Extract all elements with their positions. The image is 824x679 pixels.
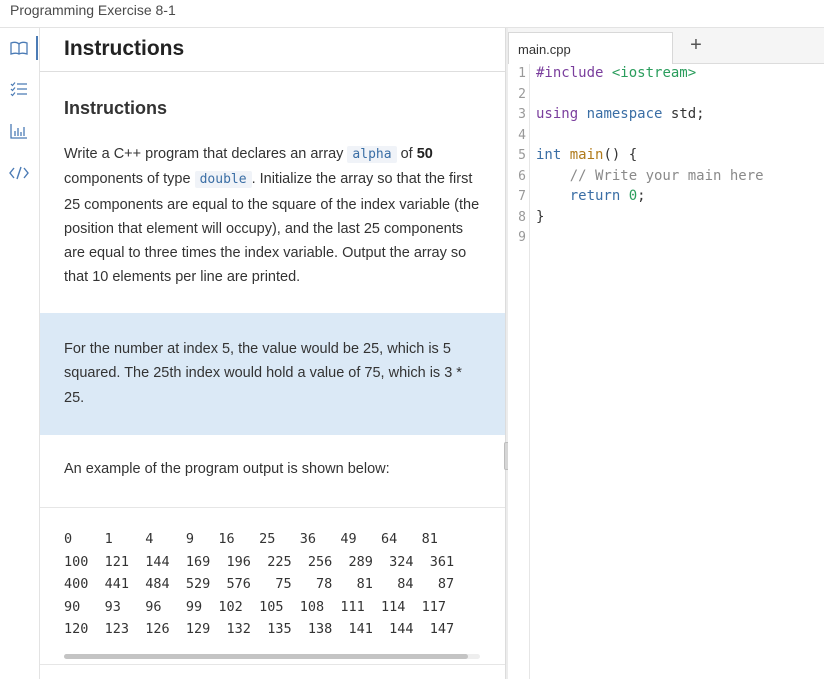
para-text-4: . Initialize the array so that the first… (64, 171, 480, 286)
line-number: 9 (518, 230, 526, 245)
hint-text: For the number at index 5, the value wou… (64, 341, 462, 406)
output-row: 120 123 126 129 132 135 138 141 144 147 (64, 621, 455, 637)
line-number: 7 (518, 189, 526, 204)
code-line[interactable]: using namespace std; (536, 106, 705, 122)
tab-main-cpp[interactable]: main.cpp (508, 32, 673, 64)
code-icon[interactable] (0, 161, 38, 185)
output-example: 0 1 4 9 16 25 36 49 64 81 100 121 144 169… (40, 508, 505, 664)
code-double: double (194, 171, 252, 189)
code-token: main (569, 147, 604, 163)
code-line[interactable]: int main() { (536, 147, 637, 163)
window-title: Programming Exercise 8-1 (10, 2, 176, 18)
line-number-gutter: 1 2 3 4 5 6 7 8 9 (508, 64, 530, 679)
side-rail (0, 28, 40, 679)
line-number: 3 (518, 107, 526, 122)
line-number: 8 (518, 210, 526, 225)
divider (40, 507, 505, 508)
tab-label: main.cpp (518, 42, 571, 57)
code-token: 0 (628, 188, 638, 204)
output-row: 0 1 4 9 16 25 36 49 64 81 (64, 531, 438, 547)
code-token: } (536, 209, 545, 225)
code-token: #include (536, 65, 604, 81)
instructions-title: Instructions (64, 37, 185, 60)
scrollbar-thumb[interactable] (64, 654, 468, 659)
instructions-paragraph: Write a C++ program that declares an arr… (64, 142, 484, 290)
line-number: 4 (518, 128, 526, 143)
line-number: 6 (518, 169, 526, 184)
output-row: 400 441 484 529 576 75 78 81 84 87 (64, 576, 455, 592)
code-token: () { (603, 147, 638, 163)
instructions-header: Instructions (40, 28, 505, 72)
code-token: // Write your main here (569, 168, 764, 184)
code-line[interactable]: return 0; (536, 188, 646, 204)
output-row: 90 93 96 99 102 105 108 111 114 117 (64, 598, 447, 615)
code-editor: main.cpp + 1 2 3 4 5 6 7 8 9 #include <i… (508, 28, 824, 679)
divider (40, 664, 505, 665)
title-bar: Programming Exercise 8-1 (0, 0, 824, 28)
line-number: 2 (518, 87, 526, 102)
book-icon[interactable] (0, 36, 38, 60)
code-token: ; (637, 188, 646, 204)
instructions-subheading: Instructions (64, 98, 168, 118)
output-rows: 0 1 4 9 16 25 36 49 64 81 100 121 144 169… (64, 528, 480, 641)
code-token: int (536, 147, 562, 163)
code-line[interactable]: #include <iostream> (536, 65, 696, 81)
para-text-3: components of type (64, 171, 191, 188)
para-text-1: Write a C++ program that declares an arr… (64, 146, 344, 162)
instructions-panel: Instructions Write a C++ program that de… (40, 72, 505, 679)
code-token: return (569, 188, 621, 204)
code-alpha: alpha (347, 146, 397, 163)
example-intro: An example of the program output is show… (64, 461, 390, 477)
editor-tabbar: main.cpp + (508, 28, 824, 64)
add-tab-button[interactable]: + (690, 33, 702, 56)
code-token: using (536, 106, 579, 122)
horizontal-scrollbar[interactable] (64, 654, 480, 659)
output-row: 100 121 144 169 196 225 256 289 324 361 (64, 553, 455, 570)
code-line[interactable]: // Write your main here (536, 168, 764, 184)
code-area[interactable]: #include <iostream> using namespace std;… (536, 64, 824, 679)
hint-box: For the number at index 5, the value wou… (40, 313, 505, 435)
bold-fifty: 50 (416, 146, 433, 162)
list-icon[interactable] (0, 77, 38, 101)
para-text-2: of (400, 146, 413, 162)
code-line[interactable]: } (536, 209, 544, 225)
code-token: std; (670, 106, 705, 122)
chart-icon[interactable] (0, 119, 38, 143)
line-number: 5 (518, 148, 526, 163)
code-token: <iostream> (611, 65, 697, 81)
code-token: namespace (586, 106, 663, 122)
line-number: 1 (518, 66, 526, 81)
